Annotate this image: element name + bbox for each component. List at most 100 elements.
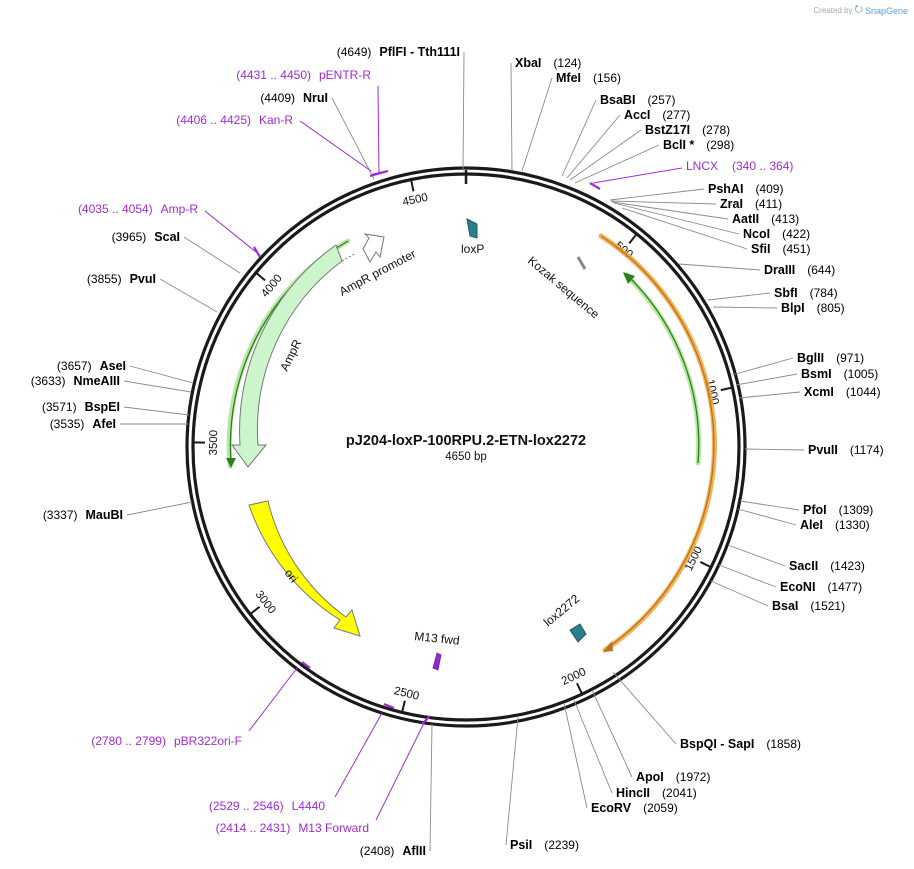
primer-label-pbr322ori-f: (2780 .. 2799) pBR322ori-F — [91, 734, 242, 748]
site-name-scai: ScaI — [154, 230, 180, 244]
site-label-pflfi-tth111i: (4649)PflFI - Tth111I — [337, 45, 460, 59]
site-label-pfoi: PfoI(1309) — [803, 503, 873, 517]
site-leader-pvui — [159, 278, 218, 313]
site-leader-bspqi-sapi — [612, 671, 677, 745]
site-leader-xbai — [510, 62, 513, 171]
primer-range-l4440: (2529 .. 2546) — [209, 799, 284, 813]
site-leader-nrui — [331, 97, 375, 180]
primer-leader-kan-r — [299, 120, 372, 172]
site-pos-pvui: (3855) — [87, 272, 122, 286]
site-pos-acci: (277) — [662, 108, 690, 122]
primer-range-lncx: (340 .. 364) — [732, 159, 793, 173]
site-pos-bsabi: (257) — [647, 93, 675, 107]
primer-label-lncx: LNCX(340 .. 364) — [686, 159, 793, 173]
site-leader-pfoi — [739, 500, 800, 511]
site-pos-psii: (2239) — [544, 838, 579, 852]
site-name-mfei: MfeI — [556, 71, 581, 85]
restriction-site-labels: (4649)PflFI - Tth111I XbaI(124)MfeI (156) B… — [31, 45, 884, 858]
feature-label-lox2272: lox2272 — [541, 591, 582, 629]
primer-label-kan-r: (4406 .. 4425)Kan-R — [176, 113, 293, 127]
site-pos-scai: (3965) — [112, 230, 147, 244]
site-label-pshai: PshAI(409) — [708, 182, 783, 196]
site-pos-zrai: (411) — [755, 197, 782, 211]
site-pos-bcli-: (298) — [706, 138, 734, 152]
site-pos-nmeaiii: (3633) — [31, 374, 66, 388]
site-pos-bsmi: (1005) — [844, 367, 879, 381]
site-pos-bspei: (3571) — [42, 400, 77, 414]
site-pos-mfei: (156) — [593, 71, 621, 85]
site-label-bspqi-sapi: BspQI - SapI(1858) — [680, 737, 801, 751]
site-label-aatii: AatII(413) — [732, 212, 799, 226]
feature-label-loxp: loxP — [461, 242, 484, 256]
site-leader-hincii — [573, 699, 613, 794]
site-pos-pfoi: (1309) — [839, 503, 874, 517]
primer-range-pbr322ori-f: (2780 .. 2799) — [91, 734, 166, 748]
primer-labels: (4431 .. 4450)pENTR-R(4406 .. 4425)Kan-R… — [78, 68, 793, 835]
site-pos-pvuii: (1174) — [850, 443, 884, 457]
site-leader-econi — [718, 564, 777, 588]
primer-name-amp-r: Amp-R — [161, 202, 199, 216]
site-label-bsabi: BsaBI (257) — [600, 93, 675, 107]
site-pos-ncoi: (422) — [782, 227, 810, 241]
site-label-xcmi: XcmI(1044) — [804, 385, 881, 399]
site-name-alei: AleI — [800, 518, 823, 532]
site-leader-scai — [183, 236, 241, 274]
site-leader-acci — [566, 114, 621, 179]
primer-mark-pbr322ori-f — [301, 661, 311, 669]
site-name-pshai: PshAI — [708, 182, 743, 196]
site-label-bcli-: BclI * (298) — [663, 138, 734, 152]
bp-tick-2000 — [576, 682, 583, 695]
site-leader-pflfi-tth111i — [462, 51, 465, 172]
site-leader-ecorv — [563, 702, 588, 809]
site-label-xbai: XbaI(124) — [515, 56, 581, 70]
credit-brand: SnapGene — [864, 5, 908, 16]
site-label-nmeaiii: (3633)NmeAIII — [31, 374, 120, 388]
site-name-draiii: DraIII — [764, 263, 795, 277]
site-label-pvui: (3855)PvuI — [87, 272, 156, 286]
site-leader-ncoi — [613, 202, 740, 235]
primer-label-m13-forward: (2414 .. 2431)M13 Forward — [216, 821, 369, 835]
feature-label-kozak: Kozak sequence — [525, 254, 602, 322]
site-leader-bsai — [710, 580, 769, 607]
site-name-bsabi: BsaBI — [600, 93, 635, 107]
site-label-bsai: BsaI(1521) — [772, 599, 845, 613]
site-name-afei: AfeI — [92, 417, 116, 431]
site-label-pvuii: PvuII(1174) — [808, 443, 884, 457]
site-pos-bglii: (971) — [836, 351, 864, 365]
bp-tick-label-2000: 2000 — [560, 666, 588, 688]
site-leader-apoi — [591, 689, 633, 778]
site-name-asei: AseI — [100, 359, 126, 373]
primer-name-kan-r: Kan-R — [259, 113, 293, 127]
site-label-zrai: ZraI (411) — [720, 197, 782, 211]
site-label-psii: PsiI(2239) — [510, 838, 579, 852]
site-name-pflfi-tth111i: PflFI - Tth111I — [379, 45, 460, 59]
primer-mark-l4440 — [383, 702, 395, 710]
bp-tick-4500 — [410, 179, 415, 192]
green-orf-core — [629, 277, 700, 464]
site-leader-bsmi — [735, 373, 798, 386]
credit-text: Created by — [813, 6, 853, 15]
site-leader-bsabi — [561, 99, 597, 177]
ampr-promoter-arrow — [362, 233, 385, 264]
site-name-bcli-: BclI * — [663, 138, 694, 152]
site-pos-aflii: (2408) — [360, 844, 395, 858]
site-leader-pvuii — [744, 448, 805, 451]
lox2272-feature — [569, 623, 587, 643]
site-label-acci: AccI (277) — [624, 108, 690, 122]
site-leader-bstz17i — [569, 129, 642, 181]
site-name-acci: AccI — [624, 108, 650, 122]
site-name-bsai: BsaI — [772, 599, 798, 613]
site-pos-bstz17i: (278) — [702, 123, 730, 137]
site-name-aatii: AatII — [732, 212, 759, 226]
bp-tick-3000 — [249, 605, 261, 615]
plasmid-length: 4650 bp — [445, 451, 487, 463]
site-leader-aatii — [611, 201, 729, 220]
site-label-alei: AleI(1330) — [800, 518, 870, 532]
primer-name-pbr322ori-f: pBR322ori-F — [174, 734, 242, 748]
site-name-bglii: BglII — [797, 351, 824, 365]
backbone-outer — [185, 166, 747, 728]
site-name-ncoi: NcoI — [743, 227, 770, 241]
primer-name-m13-forward: M13 Forward — [298, 821, 369, 835]
site-name-zrai: ZraI — [720, 197, 743, 211]
site-label-afei: (3535)AfeI — [50, 417, 116, 431]
